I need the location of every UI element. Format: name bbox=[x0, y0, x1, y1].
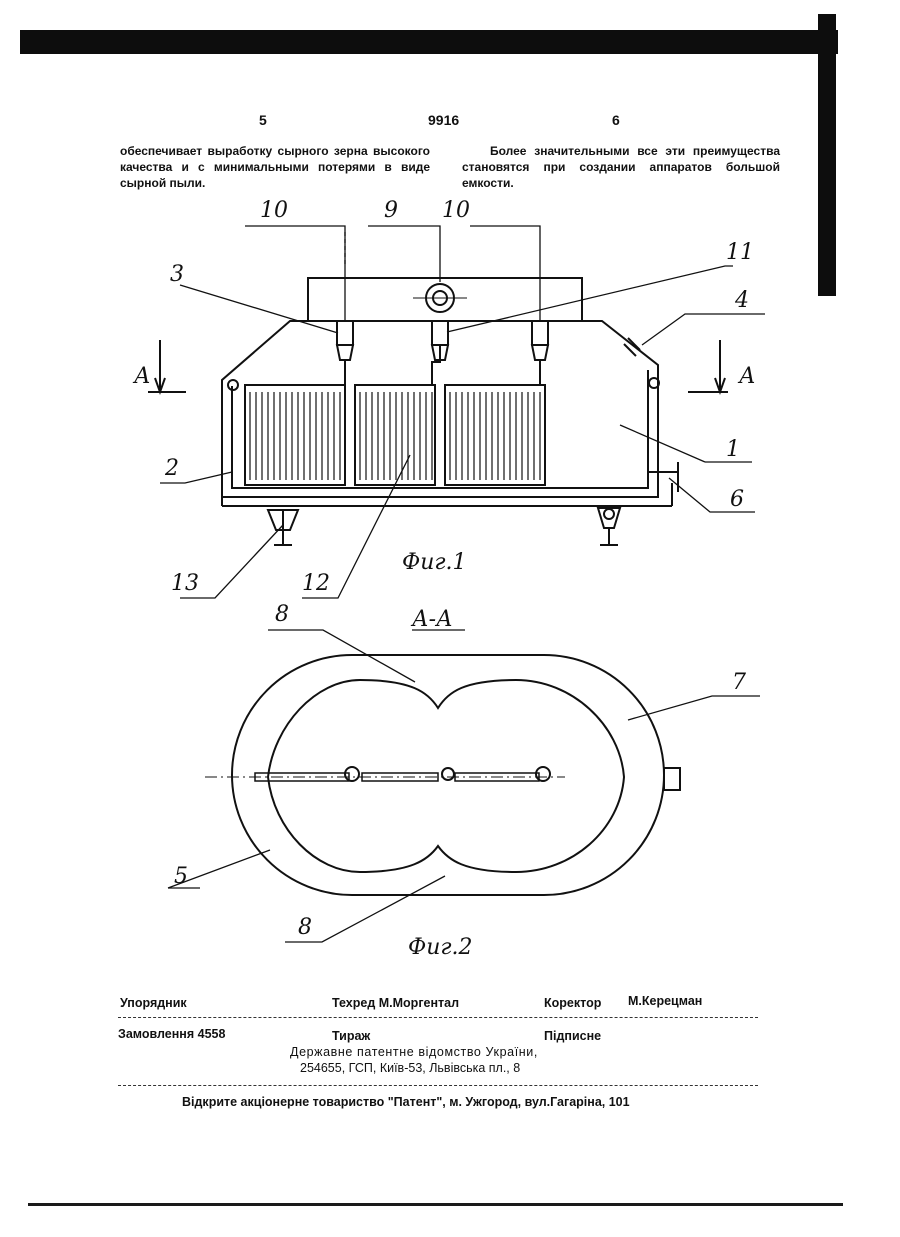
footer-subscription: Підписне bbox=[544, 1029, 601, 1043]
label-3: 3 bbox=[170, 262, 184, 287]
label-7: 7 bbox=[732, 670, 746, 695]
footer-publisher: Відкрите акціонерне товариство "Патент",… bbox=[182, 1095, 630, 1109]
label-1: 1 bbox=[726, 437, 740, 462]
footer-corrector: Коректор bbox=[544, 996, 601, 1010]
label-8-bottom: 8 bbox=[298, 915, 312, 940]
figure1-caption: Фиг.1 bbox=[402, 550, 467, 575]
footer-office-line1: Державне патентне відомство України, bbox=[290, 1045, 538, 1059]
mixer-blades bbox=[250, 392, 540, 480]
label-4: 4 bbox=[735, 288, 749, 313]
label-9: 9 bbox=[384, 198, 398, 223]
footer-divider-1 bbox=[118, 1017, 758, 1018]
label-10-left: 10 bbox=[260, 198, 288, 223]
label-6: 6 bbox=[730, 487, 744, 512]
label-8-top: 8 bbox=[275, 602, 289, 627]
footer-corrector-name: М.Керецман bbox=[628, 994, 702, 1008]
footer-office-line2: 254655, ГСП, Київ-53, Львівська пл., 8 bbox=[300, 1061, 520, 1075]
figure2-drawing bbox=[205, 655, 680, 895]
footer-order: Замовлення 4558 bbox=[118, 1027, 225, 1041]
label-11: 11 bbox=[726, 240, 754, 265]
footer-compiler: Упорядник bbox=[120, 996, 187, 1010]
label-12: 12 bbox=[302, 571, 330, 596]
figure2-caption: Фиг.2 bbox=[408, 935, 473, 960]
label-section-A-right: А bbox=[739, 364, 756, 389]
figure1-drawing bbox=[148, 278, 728, 545]
section-label-A-A: А-А bbox=[412, 607, 453, 632]
label-13: 13 bbox=[171, 571, 199, 596]
footer-divider-2 bbox=[118, 1085, 758, 1086]
label-2: 2 bbox=[165, 456, 179, 481]
footer-circulation: Тираж bbox=[332, 1029, 370, 1043]
label-10-right: 10 bbox=[442, 198, 470, 223]
label-5: 5 bbox=[174, 864, 188, 889]
footer-techred: Техред М.Моргентал bbox=[332, 996, 459, 1010]
label-section-A-left: А bbox=[134, 364, 151, 389]
